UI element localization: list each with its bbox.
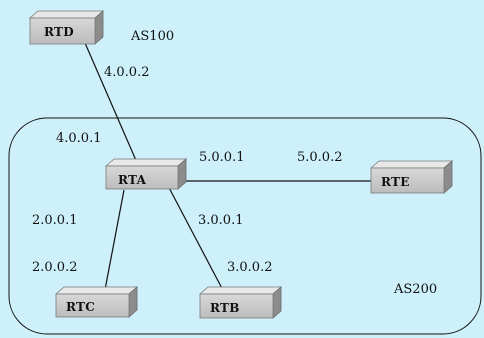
router-rta[interactable]: RTA xyxy=(104,158,188,190)
router-rta-label: RTA xyxy=(118,173,147,187)
router-rte-label: RTE xyxy=(381,175,410,189)
ip-rta-to-rte: 5.0.0.1 xyxy=(199,150,244,165)
router-rte[interactable]: RTE xyxy=(369,160,454,194)
router-rtb-label: RTB xyxy=(210,301,240,315)
link-rtd-rta xyxy=(81,35,139,166)
ip-rta-to-rtb: 3.0.0.1 xyxy=(198,213,243,228)
ip-rta-to-rtc: 2.0.0.1 xyxy=(32,213,77,228)
link-rta-rtb xyxy=(165,181,227,297)
router-rtc-label: RTC xyxy=(66,300,95,314)
ip-rte-to-rta: 5.0.0.2 xyxy=(297,150,342,165)
link-rta-rtc xyxy=(103,189,125,296)
ip-rtc-to-rta: 2.0.0.2 xyxy=(32,260,77,275)
as200-label: AS200 xyxy=(393,282,437,297)
ip-rta-to-rtd: 4.0.0.1 xyxy=(56,131,101,146)
as100-label: AS100 xyxy=(130,29,174,44)
as200-boundary xyxy=(8,117,482,335)
ip-rtb-to-rta: 3.0.0.2 xyxy=(227,260,272,275)
router-rtd[interactable]: RTD xyxy=(28,10,105,45)
router-rtc[interactable]: RTC xyxy=(54,286,139,318)
router-rtb[interactable]: RTB xyxy=(198,286,283,319)
ip-rtd-to-rta: 4.0.0.2 xyxy=(104,65,149,80)
router-rtd-label: RTD xyxy=(44,25,74,39)
